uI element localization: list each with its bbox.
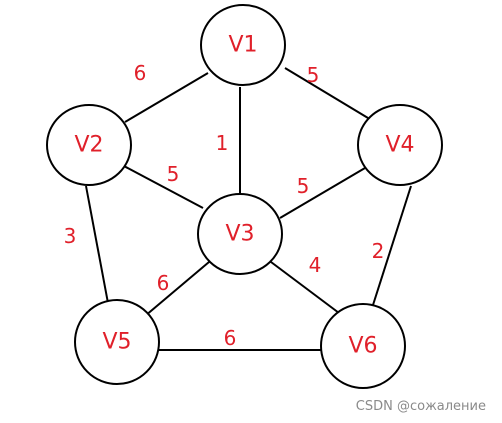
- edge-weight-v3-v6: 4: [309, 253, 322, 277]
- node-v3: V3: [197, 193, 283, 275]
- edge-weight-v2-v3: 5: [167, 162, 180, 186]
- node-v6: V6: [320, 303, 406, 389]
- edge-weight-v3-v4: 5: [297, 174, 310, 198]
- node-circle-v4: [357, 104, 443, 186]
- node-v4: V4: [357, 104, 443, 186]
- edge-v4-v6: [372, 185, 412, 306]
- node-circle-v5: [74, 299, 160, 385]
- node-circle-v3: [197, 193, 283, 275]
- csdn-watermark: CSDN @сожаление: [355, 399, 486, 414]
- node-label-v2: V2: [74, 133, 103, 158]
- node-label-v3: V3: [225, 222, 254, 247]
- node-v1: V1: [200, 4, 286, 86]
- edge-v3-v5: [144, 261, 210, 317]
- edge-v1-v4: [284, 67, 369, 119]
- node-label-v4: V4: [385, 133, 414, 158]
- edge-weight-v5-v6: 6: [224, 326, 237, 350]
- node-label-v6: V6: [348, 334, 377, 359]
- edge-v1-v2: [124, 72, 209, 123]
- node-label-v5: V5: [102, 330, 131, 355]
- node-v2: V2: [46, 104, 132, 186]
- node-circle-v2: [46, 104, 132, 186]
- node-label-v1: V1: [228, 33, 257, 58]
- edge-weight-v2-v5: 3: [64, 224, 77, 248]
- edge-v3-v6: [270, 261, 340, 314]
- node-v5: V5: [74, 299, 160, 385]
- edge-v2-v5: [85, 185, 109, 304]
- edge-v2-v3: [121, 164, 204, 209]
- edge-weight-v4-v6: 2: [372, 239, 385, 263]
- edge-weight-v1-v3: 1: [216, 131, 229, 155]
- edge-weights-layer: 6 1 5 5 5 3 6 4 2 6: [64, 61, 385, 350]
- edge-weight-v1-v2: 6: [134, 61, 147, 85]
- edge-v3-v4: [279, 167, 366, 219]
- node-circle-v6: [320, 303, 406, 389]
- edge-weight-v3-v5: 6: [157, 271, 170, 295]
- node-circle-v1: [200, 4, 286, 86]
- edge-weight-v1-v4: 5: [307, 63, 320, 87]
- edges-layer: [85, 67, 412, 351]
